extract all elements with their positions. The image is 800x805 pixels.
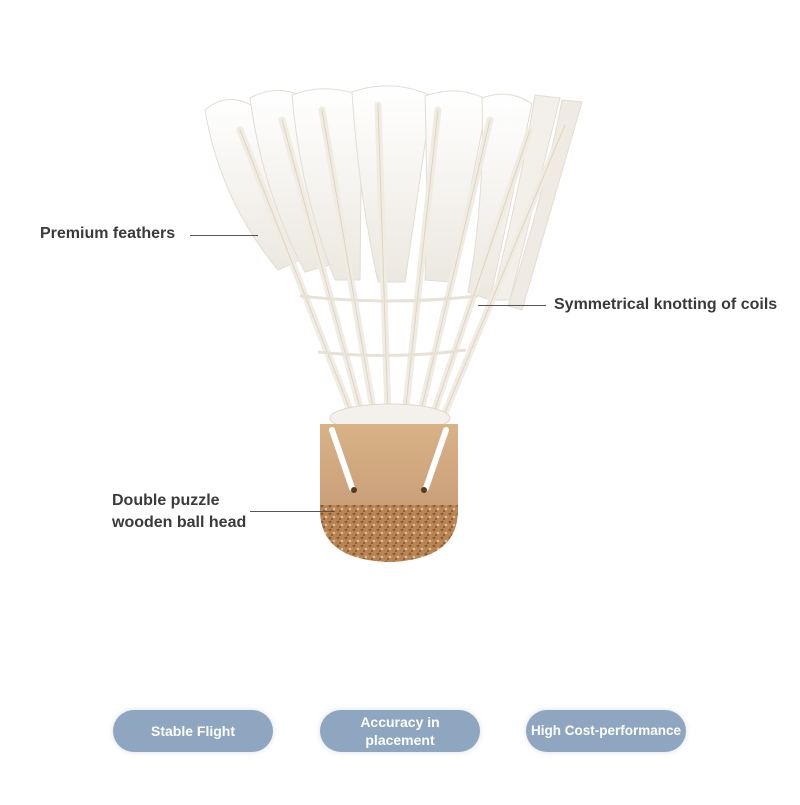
callout-line-coils bbox=[478, 305, 546, 306]
feature-high-cost-performance: High Cost-performance bbox=[526, 710, 686, 752]
feature-accuracy-line2: placement bbox=[365, 732, 435, 748]
callout-line-head bbox=[250, 511, 335, 512]
cork-head bbox=[320, 403, 458, 562]
feature-accuracy-line1: Accuracy in bbox=[360, 714, 440, 730]
feature-accuracy: Accuracy in placement bbox=[320, 710, 480, 752]
callout-wooden-head-line1: Double puzzle bbox=[112, 492, 220, 509]
feature-stable-flight-label: Stable Flight bbox=[151, 723, 235, 739]
callout-premium-feathers: Premium feathers bbox=[40, 225, 176, 242]
feature-stable-flight: Stable Flight bbox=[113, 710, 273, 752]
thread-coils bbox=[299, 294, 479, 358]
feature-cost-label: High Cost-performance bbox=[530, 723, 682, 738]
callout-line-feathers bbox=[190, 235, 258, 236]
callout-symmetrical-knotting: Symmetrical knotting of coils bbox=[554, 296, 778, 313]
callout-wooden-head-line2: wooden ball head bbox=[112, 514, 247, 531]
feathers bbox=[204, 85, 583, 419]
